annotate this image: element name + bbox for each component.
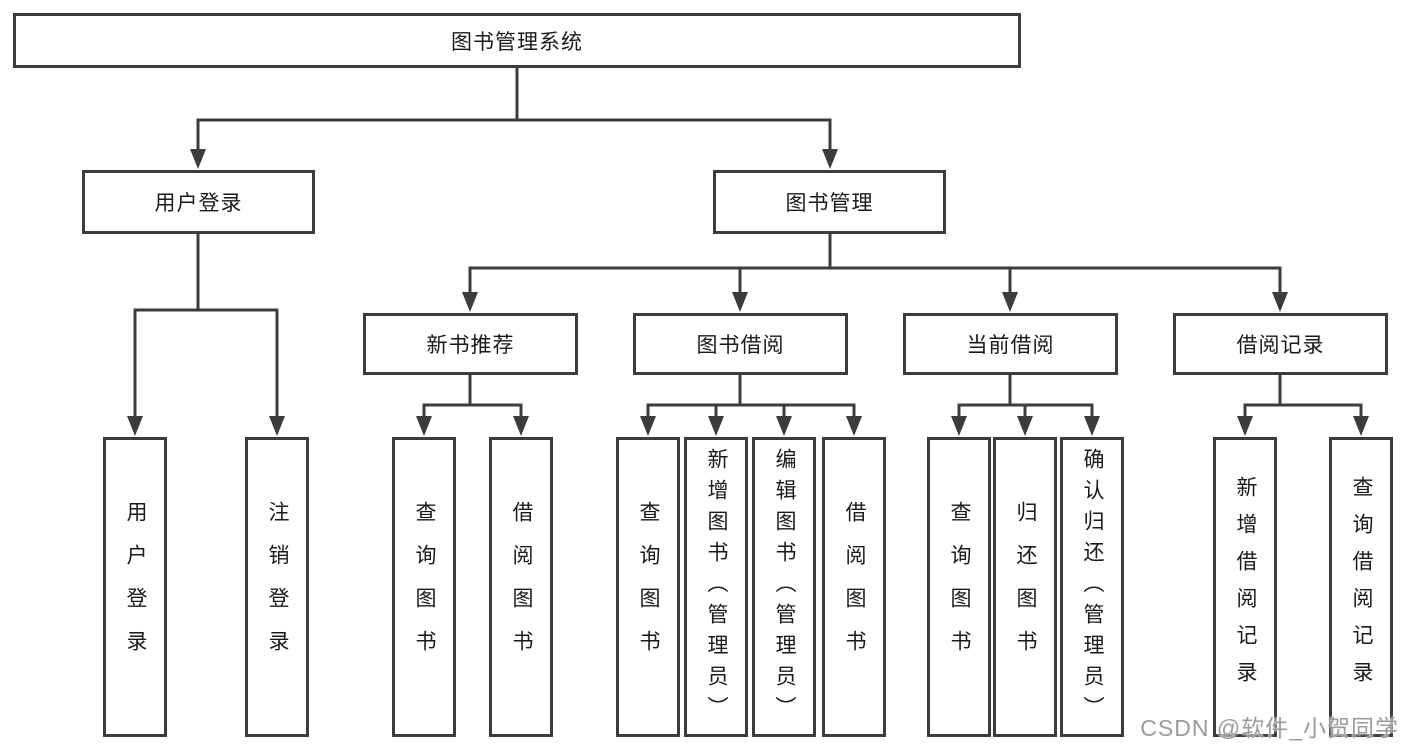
node-leaf-borrow-books: 借阅图书 [489,437,553,737]
connector-borrow-records [1243,373,1363,420]
arrowheads [127,149,1369,436]
node-leaf-query-borrow-record: 查询借阅记录 [1329,437,1393,737]
node-leaf-confirm-return-admin: 确认归还（管理员） [1060,437,1124,737]
node-leaf-query-books: 查询图书 [616,437,680,737]
node-root-system: 图书管理系统 [13,13,1021,68]
connector-root [196,66,832,153]
connector-book-mgmt [468,232,1282,296]
node-leaf-add-borrow-record: 新增借阅记录 [1213,437,1277,737]
node-leaf-borrow-books: 借阅图书 [822,437,886,737]
arrow-down-icon [708,416,724,436]
arrow-down-icon [1084,416,1100,436]
node-leaf-query-books: 查询图书 [927,437,991,737]
node-leaf-logout: 注销登录 [245,437,309,737]
node-label: 注销登录 [266,501,289,673]
node-label: 借阅图书 [510,501,533,673]
node-book-management: 图书管理 [713,170,946,234]
node-label: 借阅图书 [843,501,866,673]
arrow-down-icon [1002,292,1018,312]
node-leaf-query-books: 查询图书 [392,437,456,737]
arrow-down-icon [1353,416,1369,436]
node-label: 确认归还（管理员） [1081,447,1104,727]
connector-book-borrow [646,373,856,420]
node-label: 查询图书 [637,501,660,673]
watermark-text: CSDN @软件_小贺同学 [1140,715,1399,741]
node-label: 借阅记录 [1236,334,1325,357]
node-user-login: 用户登录 [82,170,315,234]
node-label: 归还图书 [1014,501,1037,673]
arrow-down-icon [127,416,143,436]
node-label: 新增图书（管理员） [705,447,728,727]
node-label: 编辑图书（管理员） [773,447,796,727]
node-label: 用户登录 [154,192,243,215]
arrow-down-icon [513,416,529,436]
node-leaf-return-books: 归还图书 [993,437,1057,737]
connector-segments [133,66,1363,420]
arrow-down-icon [822,149,838,169]
arrow-down-icon [1272,292,1288,312]
node-label: 图书管理系统 [451,30,583,54]
connector-new-books [422,373,523,420]
node-label: 新增借阅记录 [1234,476,1257,698]
connector-user-login [133,232,279,420]
arrow-down-icon [732,292,748,312]
arrow-down-icon [190,149,206,169]
node-leaf-user-login: 用户登录 [103,437,167,737]
node-label: 用户登录 [124,501,147,673]
node-book-borrowing: 图书借阅 [633,313,848,375]
arrow-down-icon [269,416,285,436]
connector-current-borrow [957,373,1094,420]
arrow-down-icon [846,416,862,436]
node-borrowing-records: 借阅记录 [1173,313,1388,375]
arrow-down-icon [1237,416,1253,436]
node-label: 查询图书 [413,501,436,673]
node-leaf-add-books-admin: 新增图书（管理员） [684,437,748,737]
node-new-book-recommend: 新书推荐 [363,313,578,375]
arrow-down-icon [951,416,967,436]
arrow-down-icon [462,292,478,312]
node-label: 查询图书 [948,501,971,673]
node-label: 图书借阅 [696,334,785,357]
node-label: 查询借阅记录 [1350,476,1373,698]
node-leaf-edit-books-admin: 编辑图书（管理员） [752,437,816,737]
arrow-down-icon [416,416,432,436]
arrow-down-icon [640,416,656,436]
node-current-borrowing: 当前借阅 [903,313,1118,375]
node-label: 当前借阅 [966,334,1055,357]
node-label: 新书推荐 [426,334,515,357]
arrow-down-icon [776,416,792,436]
node-label: 图书管理 [785,192,874,215]
arrow-down-icon [1017,416,1033,436]
